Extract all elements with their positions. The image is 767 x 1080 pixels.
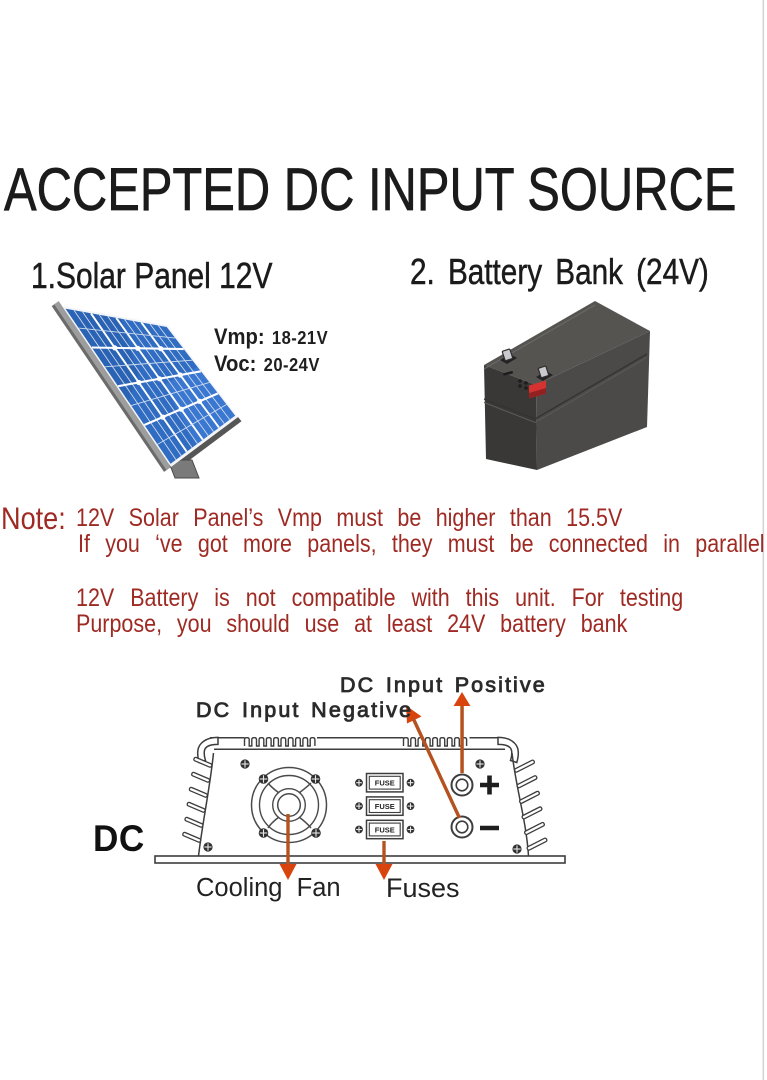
svg-text:FUSE: FUSE [375, 802, 395, 811]
svg-text:FUSE: FUSE [375, 779, 395, 788]
svg-text:FUSE: FUSE [375, 825, 395, 834]
